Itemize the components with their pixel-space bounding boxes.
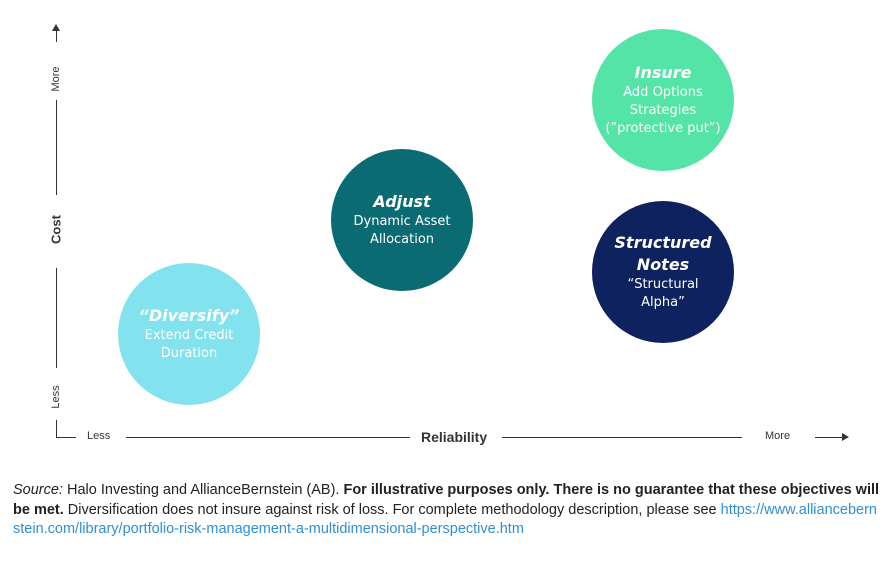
circle-subtitle-line: Add Options [623,85,703,100]
footnote: Source: Halo Investing and AllianceBerns… [13,481,883,540]
circle-title-line: Structured [614,233,712,252]
structured-notes-circle: Structured Notes “Structural Alpha” [592,201,734,343]
y-axis-line-top [56,28,57,42]
methodology-link[interactable]: https://www.alliancebernstein.com/librar… [13,501,877,538]
circle-subtitle-line: Extend Credit [144,328,234,343]
circle-subtitle-line: Strategies [629,103,697,118]
circle-title: Adjust [373,192,431,211]
source-label: Source: [13,482,63,498]
adjust-circle: Adjust Dynamic Asset Allocation [331,149,473,291]
x-axis-low-label: Less [87,430,111,442]
axis-corner-line [56,437,76,438]
circle-subtitle-line: Alpha” [641,295,685,310]
y-axis-line-upper [56,100,57,195]
diversify-circle: “Diversify” Extend Credit Duration [118,263,260,405]
x-axis-arrow-icon [842,433,849,441]
y-axis-low-label: Less [50,385,62,409]
circle-subtitle-line: Allocation [369,232,435,247]
x-axis-title: Reliability [421,429,488,445]
disclaimer-body: Diversification does not insure against … [63,501,721,518]
circle-title-line: Notes [636,255,690,274]
x-axis-high-label: More [765,430,791,442]
circle-title: “Diversify” [138,306,240,325]
y-axis-arrow-icon [52,24,60,31]
y-axis-title: Cost [48,215,64,244]
circle-subtitle-line: (”protective put”) [605,121,721,136]
circle-subtitle-line: “Structural [627,277,699,292]
x-axis-line-right [502,437,742,438]
circle-subtitle-line: Duration [160,346,218,361]
circle-subtitle-line: Dynamic Asset [353,214,451,229]
disclaimer-bold: For illustrative purposes only. There is… [13,482,880,518]
source-text: Halo Investing and AllianceBernstein (AB… [62,482,344,498]
y-axis-line-bottom [56,420,57,438]
y-axis-high-label: More [50,66,62,92]
y-axis-line-lower [56,268,57,368]
circle-title: Insure [634,63,692,82]
insure-circle: Insure Add Options Strategies (”protecti… [592,29,734,171]
x-axis-line-left [126,437,410,438]
x-axis-line-end [815,437,842,438]
